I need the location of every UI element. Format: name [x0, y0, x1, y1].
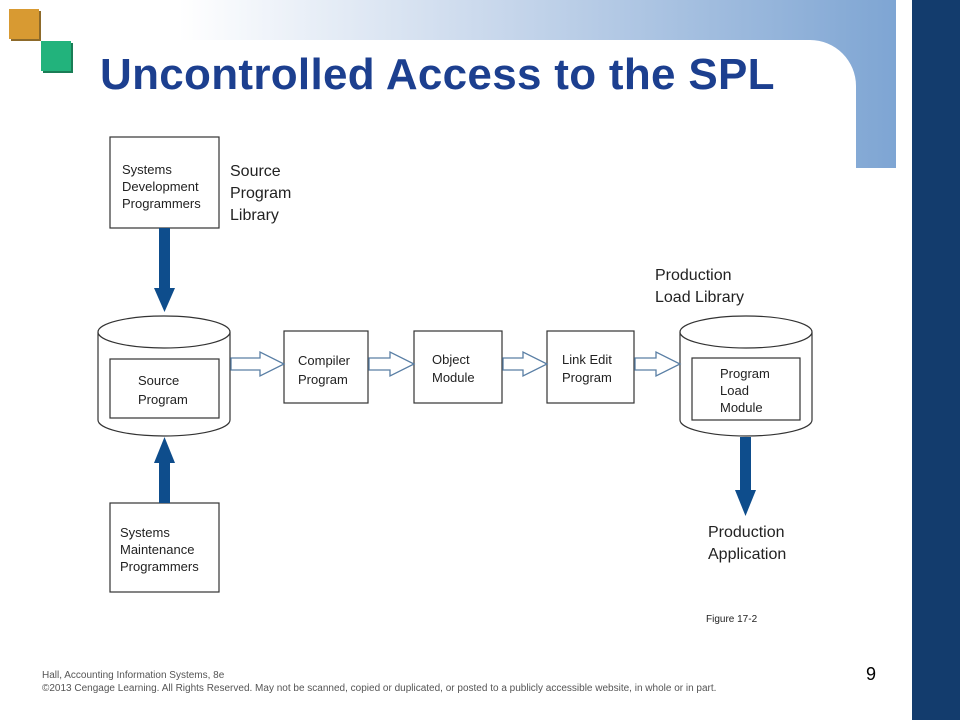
- footer-citation: Hall, Accounting Information Systems, 8e: [42, 670, 225, 681]
- source-library-label-1: Source: [230, 163, 281, 180]
- maint-programmers-text-3: Programmers: [120, 559, 199, 574]
- arrow-dev-to-source: [154, 228, 175, 312]
- source-library-label-2: Program: [230, 185, 291, 202]
- compiler-text-2: Program: [298, 372, 348, 387]
- page-number: 9: [866, 664, 877, 684]
- dev-programmers-text-3: Programmers: [122, 196, 201, 211]
- slide-title: Uncontrolled Access to the SPL: [100, 50, 775, 99]
- arrow-maint-to-source: [154, 437, 175, 503]
- source-program-text-2: Program: [138, 392, 188, 407]
- compiler-program-box: [283, 330, 369, 404]
- object-module-text-1: Object: [432, 352, 470, 367]
- maint-programmers-text-1: Systems: [120, 525, 170, 540]
- program-load-module-text-1: Program: [720, 366, 770, 381]
- object-module-text-2: Module: [432, 370, 475, 385]
- object-module-box: [413, 330, 503, 404]
- program-load-module-text-3: Module: [720, 400, 763, 415]
- arrow-linkedit-to-load: [634, 350, 682, 378]
- figure-caption: Figure 17-2: [706, 614, 758, 625]
- arrow-compiler-to-object: [368, 350, 416, 378]
- arrow-source-to-compiler: [230, 350, 286, 378]
- production-library-label-2: Load Library: [655, 289, 744, 306]
- link-edit-text-1: Link Edit: [562, 352, 612, 367]
- footer-copyright: ©2013 Cengage Learning. All Rights Reser…: [42, 683, 717, 694]
- production-library-label-1: Production: [655, 267, 732, 284]
- production-application-label-1: Production: [708, 524, 785, 541]
- dev-programmers-text-2: Development: [122, 179, 199, 194]
- right-side-bar: [912, 0, 960, 720]
- arrow-load-to-application: [735, 437, 756, 516]
- maint-programmers-text-2: Maintenance: [120, 542, 194, 557]
- arrow-object-to-linkedit: [502, 350, 549, 378]
- program-load-module-box: [691, 357, 801, 421]
- maint-programmers-box: [109, 502, 220, 593]
- dev-programmers-text-1: Systems: [122, 162, 172, 177]
- green-square-decoration: [41, 41, 71, 71]
- production-application-label-2: Application: [708, 546, 786, 563]
- compiler-text-1: Compiler: [298, 353, 351, 368]
- source-library-label-3: Library: [230, 207, 279, 224]
- link-edit-text-2: Program: [562, 370, 612, 385]
- source-program-text-1: Source: [138, 373, 179, 388]
- orange-square-decoration: [9, 9, 39, 39]
- source-program-box: [109, 358, 220, 419]
- link-edit-program-box: [546, 330, 635, 404]
- program-load-module-text-2: Load: [720, 383, 749, 398]
